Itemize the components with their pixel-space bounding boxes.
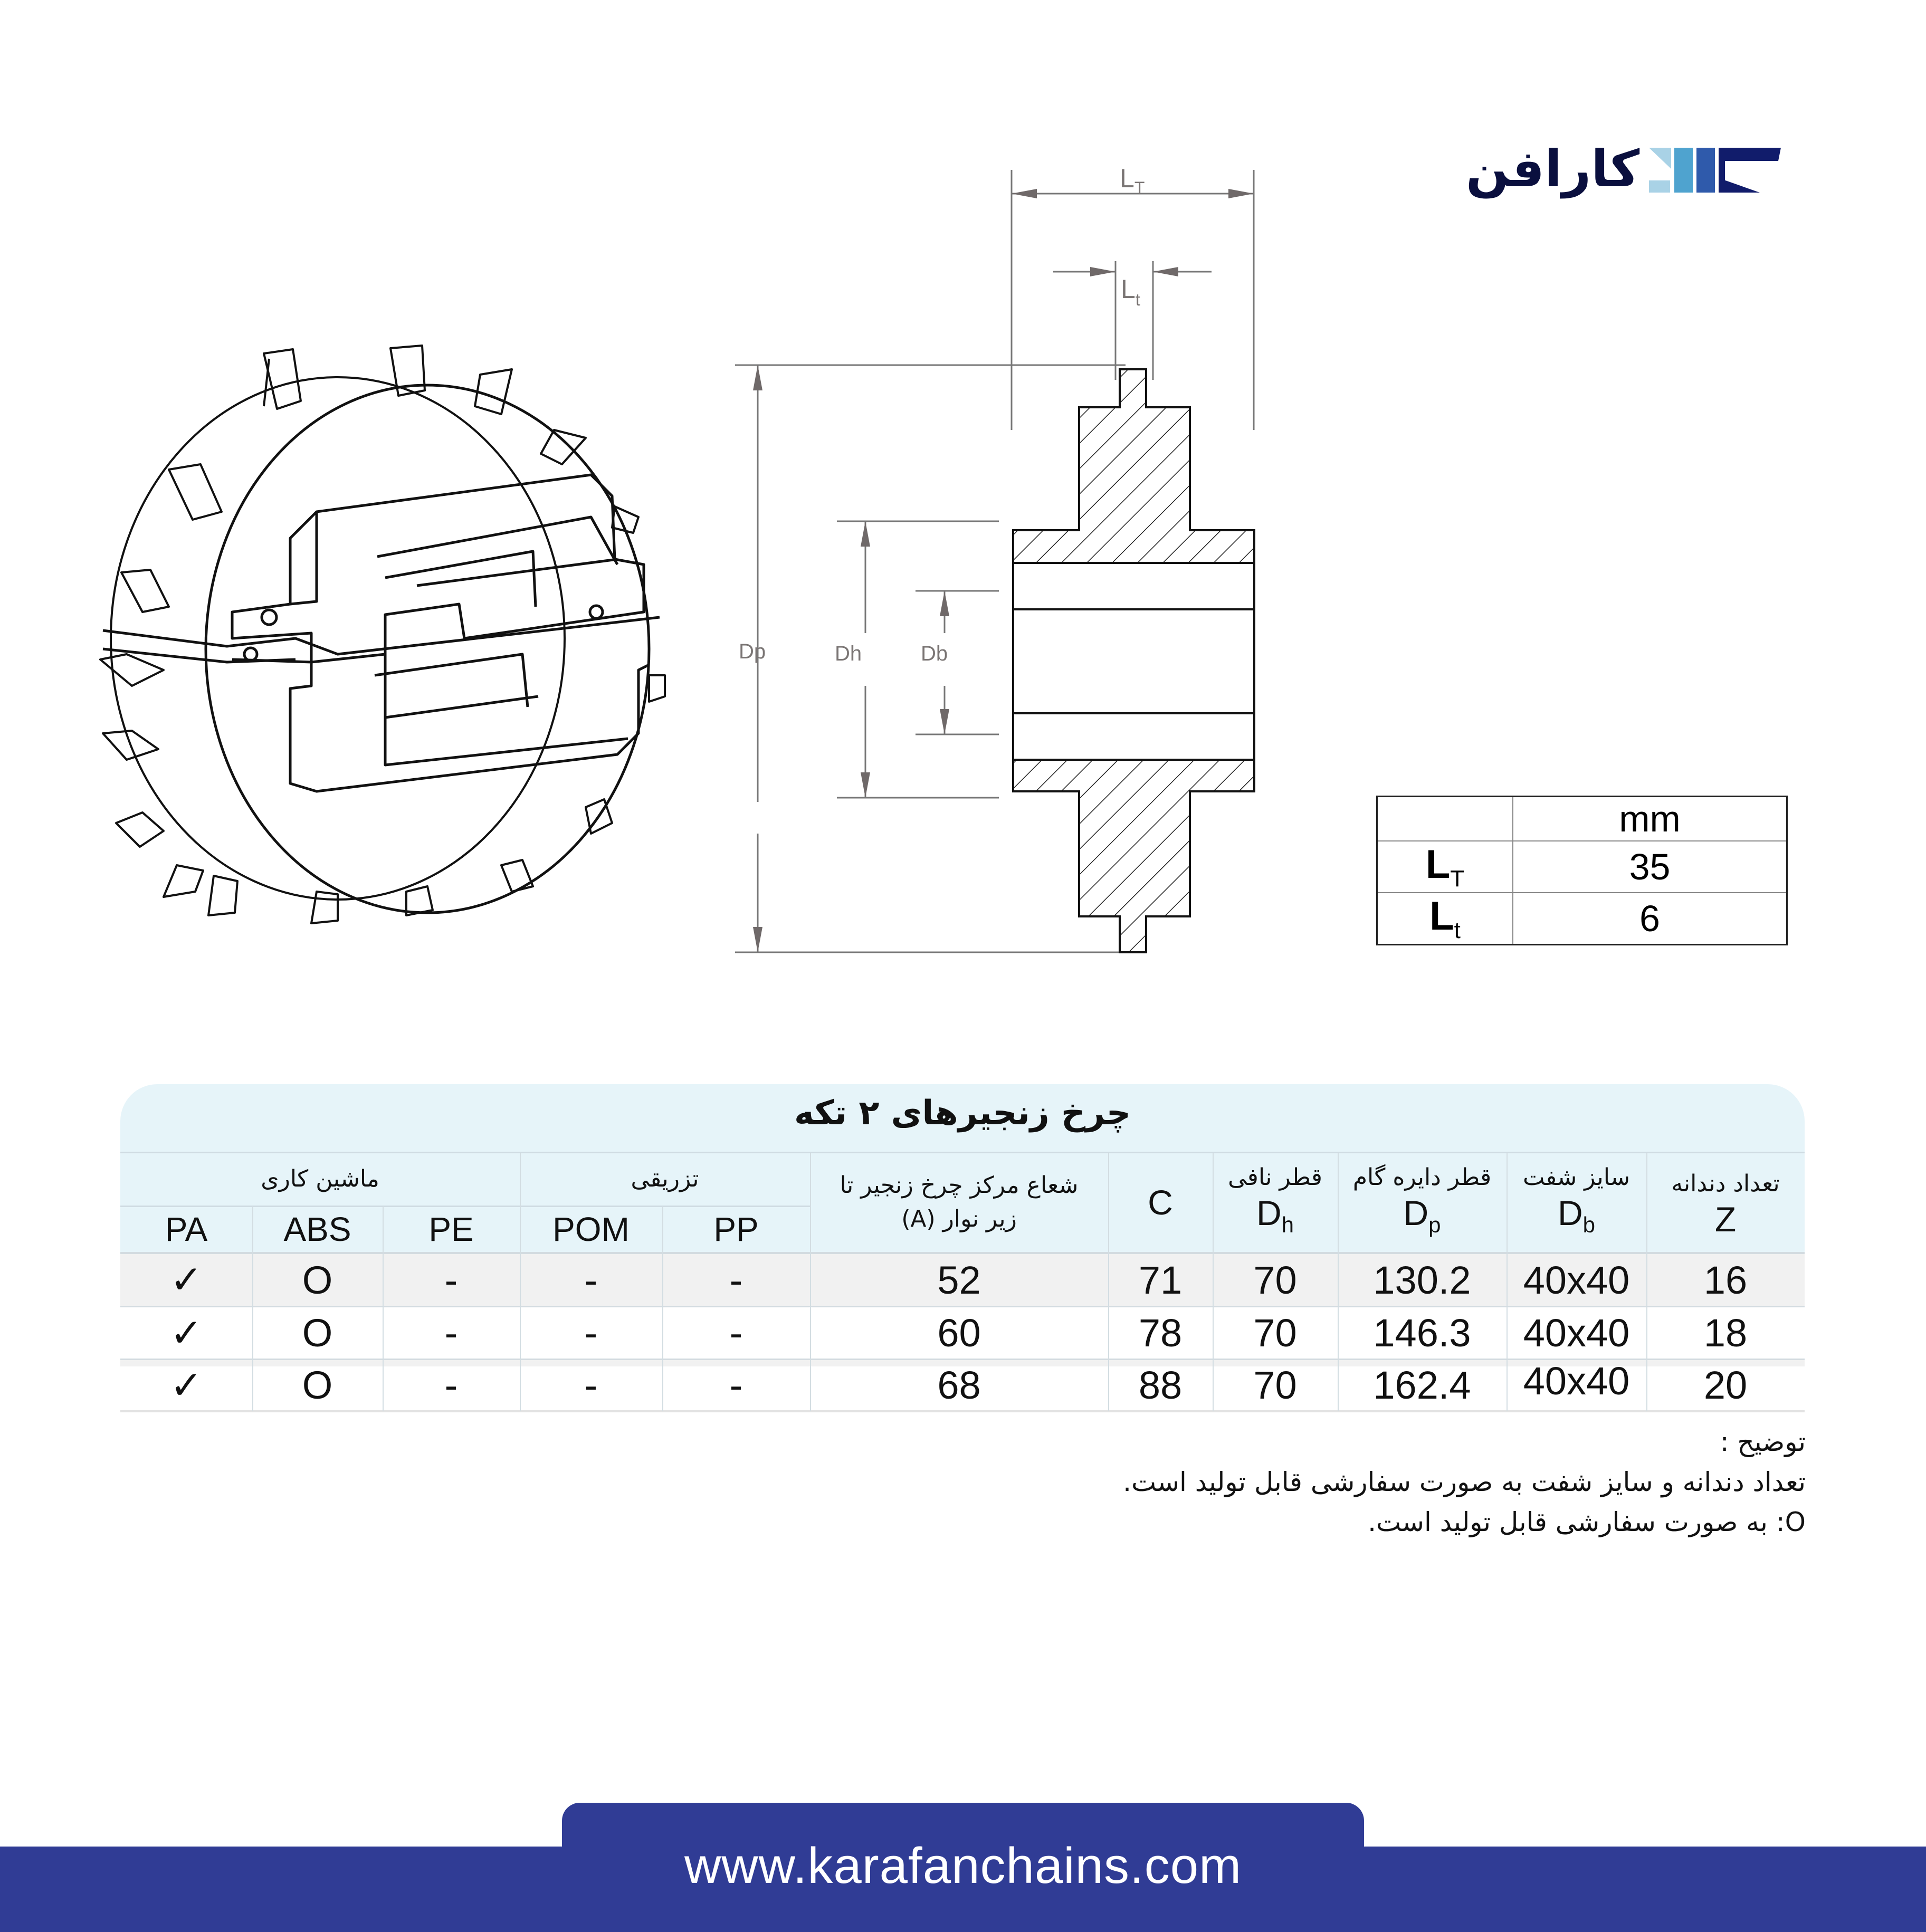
header-teeth-count: تعداد دندانه Z bbox=[1671, 1170, 1780, 1239]
cell-Dp: 130.2 bbox=[1373, 1258, 1471, 1302]
website-link[interactable]: www.karafanchains.com bbox=[684, 1838, 1242, 1894]
cell-ABS: O bbox=[302, 1311, 333, 1355]
label-Db: Db bbox=[921, 642, 948, 665]
header-radius-line1: شعاع مرکز چرخ زنجیر تا bbox=[840, 1172, 1079, 1199]
dim-key: LT bbox=[1376, 840, 1513, 893]
cell-Db: 40x40 bbox=[1523, 1359, 1630, 1403]
cell-POM: - bbox=[584, 1311, 598, 1355]
notes: توضیح : تعداد دندانه و سایز شفت به صورت … bbox=[1003, 1422, 1806, 1542]
header-injection-group: تزریقی bbox=[631, 1165, 699, 1192]
row-stripe bbox=[120, 1360, 1805, 1366]
cell-PA-check-icon: ✓ bbox=[169, 1258, 203, 1302]
header-ABS: ABS bbox=[283, 1210, 351, 1248]
cell-Dp: 162.4 bbox=[1373, 1363, 1471, 1407]
cell-A: 52 bbox=[937, 1258, 981, 1302]
table-row bbox=[120, 1254, 1805, 1306]
divider bbox=[120, 1359, 1805, 1360]
dim-value: 35 bbox=[1512, 840, 1788, 893]
cell-ABS: O bbox=[302, 1258, 333, 1302]
label-Dp: Dp bbox=[739, 640, 766, 663]
cell-Dh: 70 bbox=[1253, 1363, 1297, 1407]
sprocket-section-drawing: LT Lt Dp Dh Db bbox=[735, 164, 1255, 953]
header-machining-group: ماشین کاری bbox=[261, 1165, 379, 1192]
logo-wordmark: کارافن bbox=[1465, 139, 1641, 198]
spec-table-title: چرخ زنجیرهای ۲ تکه bbox=[794, 1094, 1131, 1133]
cell-PE: - bbox=[444, 1311, 458, 1355]
header-radius: شعاع مرکز چرخ زنجیر تا زیر نوار (A) bbox=[810, 1153, 1108, 1252]
divider bbox=[120, 1252, 1805, 1254]
cell-Db: 40x40 bbox=[1523, 1258, 1630, 1302]
label-LT: LT bbox=[1120, 164, 1145, 197]
dim-row-LT: LT 35 bbox=[1376, 840, 1788, 893]
spec-table-header bbox=[120, 1153, 1805, 1253]
cell-A: 60 bbox=[937, 1311, 981, 1355]
cell-Z: 20 bbox=[1703, 1363, 1748, 1407]
cell-Z: 18 bbox=[1703, 1311, 1748, 1355]
header-C: C bbox=[1148, 1183, 1173, 1222]
cell-PA-check-icon: ✓ bbox=[169, 1311, 203, 1355]
divider bbox=[120, 1410, 1805, 1412]
label-Lt: Lt bbox=[1121, 274, 1140, 309]
cell-PP: - bbox=[729, 1258, 743, 1302]
header-PA: PA bbox=[165, 1210, 208, 1248]
dimension-table: mm LT 35 Lt 6 bbox=[1376, 796, 1788, 945]
cell-A: 68 bbox=[937, 1363, 981, 1407]
cell-Dh: 70 bbox=[1253, 1311, 1297, 1355]
cell-PA-check-icon: ✓ bbox=[169, 1363, 203, 1407]
cell-PE: - bbox=[444, 1258, 458, 1302]
table-row bbox=[120, 1366, 1805, 1410]
cell-POM: - bbox=[584, 1363, 598, 1407]
label-Dh: Dh bbox=[835, 642, 862, 665]
spec-table: چرخ زنجیرهای ۲ تکه ماشین کاری تزریقی PA … bbox=[120, 1084, 1805, 1412]
cell-PP: - bbox=[729, 1311, 743, 1355]
dim-table-corner bbox=[1376, 796, 1513, 841]
cell-Db: 40x40 bbox=[1523, 1311, 1630, 1355]
header-pitch-diameter: قطر دایره گام Dp bbox=[1352, 1164, 1492, 1238]
divider bbox=[120, 1206, 810, 1207]
header-radius-line2: زیر نوار (A) bbox=[901, 1206, 1017, 1232]
cell-Z: 16 bbox=[1703, 1258, 1748, 1302]
logo-mark-icon bbox=[1649, 148, 1781, 193]
header-hub-diameter: قطر نافی Dh bbox=[1228, 1164, 1322, 1238]
cell-C: 88 bbox=[1138, 1363, 1183, 1407]
cell-C: 78 bbox=[1138, 1311, 1183, 1355]
dim-value: 6 bbox=[1512, 892, 1788, 945]
cell-ABS: O bbox=[302, 1363, 333, 1407]
brand-logo: کارافن bbox=[1462, 139, 1781, 198]
cell-Dp: 146.3 bbox=[1373, 1311, 1471, 1355]
header-shaft-size: سایز شفت Db bbox=[1522, 1164, 1631, 1238]
notes-line-1: تعداد دندانه و سایز شفت به صورت سفارشی ق… bbox=[1123, 1467, 1806, 1497]
dim-unit-header: mm bbox=[1512, 796, 1788, 841]
divider bbox=[120, 1152, 1805, 1153]
table-row bbox=[120, 1307, 1805, 1359]
dim-key: Lt bbox=[1376, 892, 1513, 945]
cell-Dh: 70 bbox=[1253, 1258, 1297, 1302]
cell-PE: - bbox=[444, 1363, 458, 1407]
header-POM: POM bbox=[552, 1210, 630, 1248]
sprocket-isometric-drawing bbox=[99, 345, 666, 924]
header-PP: PP bbox=[713, 1210, 759, 1248]
notes-line-2: O: به صورت سفارشی قابل تولید است. bbox=[1368, 1507, 1806, 1537]
cell-C: 71 bbox=[1138, 1258, 1183, 1302]
cell-PP: - bbox=[729, 1363, 743, 1407]
spec-table-title-band bbox=[120, 1084, 1805, 1153]
notes-heading: توضیح : bbox=[1720, 1427, 1806, 1457]
divider bbox=[120, 1306, 1805, 1307]
dim-row-Lt: Lt 6 bbox=[1376, 892, 1788, 945]
header-PE: PE bbox=[428, 1210, 474, 1248]
cell-POM: - bbox=[584, 1258, 598, 1302]
footer-tab bbox=[562, 1803, 1364, 1866]
